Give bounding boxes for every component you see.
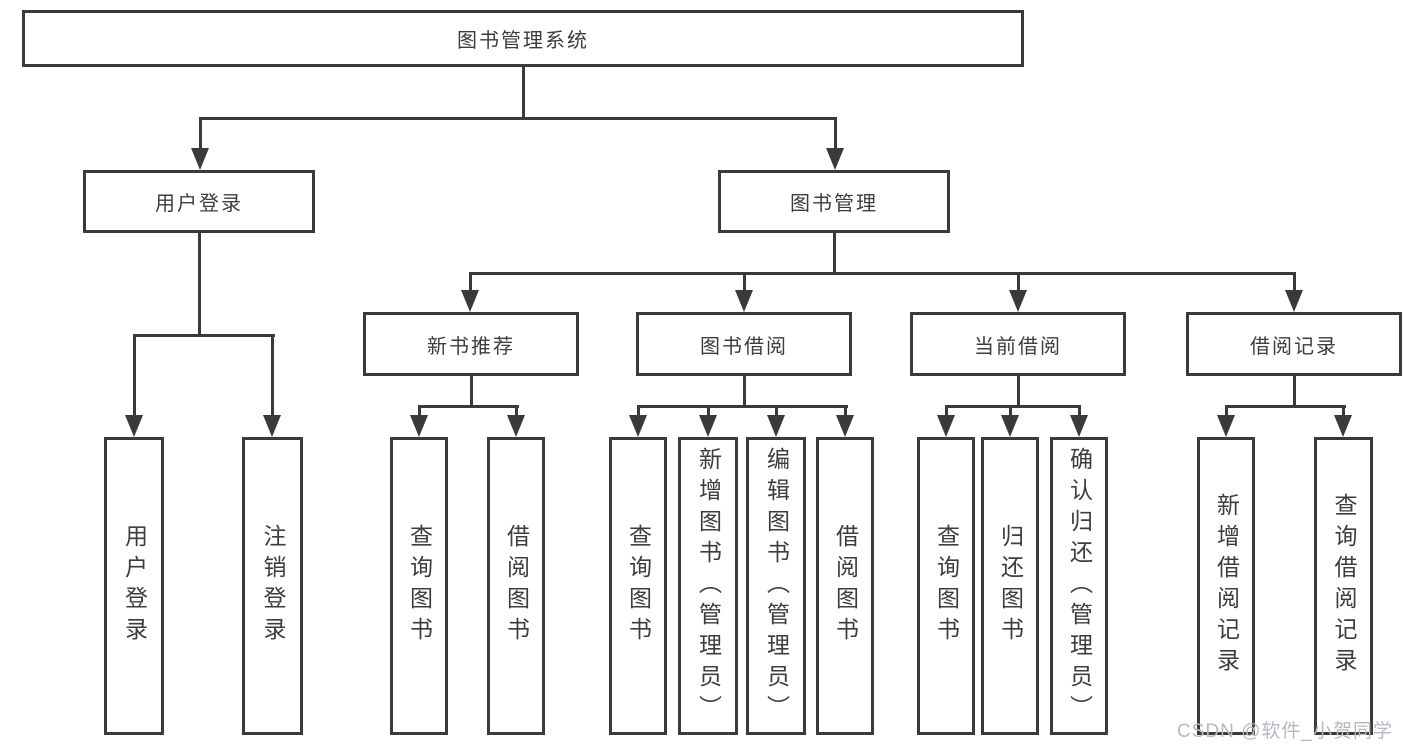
arrow-down-icon xyxy=(767,415,785,437)
arrow-down-icon xyxy=(735,290,753,312)
leaf-newbooks-query: 查询图书 xyxy=(390,437,448,735)
arrow-down-icon xyxy=(410,415,428,437)
leaf-borrow-borrow: 借阅图书 xyxy=(816,437,874,735)
connector-line xyxy=(1017,375,1020,407)
connector-line xyxy=(707,405,710,417)
watermark: CSDN @软件_小贺同学 xyxy=(1177,721,1393,742)
leaf-records-query: 查询借阅记录 xyxy=(1314,437,1373,735)
connector-line xyxy=(1078,405,1081,417)
arrow-down-icon xyxy=(1334,415,1352,437)
arrow-down-icon xyxy=(629,415,647,437)
connector-line xyxy=(1293,272,1296,292)
arrow-down-icon xyxy=(507,415,525,437)
connector-line xyxy=(133,334,275,337)
arrow-down-icon xyxy=(191,148,209,170)
arrow-down-icon xyxy=(1217,415,1235,437)
connector-line xyxy=(945,405,1081,408)
leaf-borrow-add-admin: 新增图书（管理员） xyxy=(678,437,738,735)
leaf-user-login: 用户登录 xyxy=(104,437,164,735)
connector-line xyxy=(470,375,473,407)
arrow-down-icon xyxy=(263,415,281,437)
leaf-logout: 注销登录 xyxy=(242,437,303,735)
connector-line xyxy=(743,272,746,292)
node-book-borrow: 图书借阅 xyxy=(636,312,852,376)
leaf-borrow-edit-admin: 编辑图书（管理员） xyxy=(746,437,806,735)
connector-line xyxy=(199,117,837,120)
arrow-down-icon xyxy=(1285,290,1303,312)
connector-line xyxy=(199,117,202,150)
connector-line xyxy=(198,233,201,336)
leaf-newbooks-borrow: 借阅图书 xyxy=(487,437,545,735)
connector-line xyxy=(844,405,847,417)
connector-line xyxy=(1225,405,1346,408)
arrow-down-icon xyxy=(826,148,844,170)
arrow-down-icon xyxy=(937,415,955,437)
connector-line xyxy=(515,405,518,417)
node-root: 图书管理系统 xyxy=(22,10,1024,67)
connector-line xyxy=(418,405,421,417)
node-current-borrow: 当前借阅 xyxy=(910,312,1126,376)
leaf-current-query: 查询图书 xyxy=(917,437,975,735)
connector-line xyxy=(1225,405,1228,417)
connector-line xyxy=(775,405,778,417)
leaf-records-add: 新增借阅记录 xyxy=(1197,437,1255,735)
node-book-management: 图书管理 xyxy=(718,170,950,233)
leaf-borrow-query: 查询图书 xyxy=(609,437,667,735)
leaf-current-confirm-admin: 确认归还（管理员） xyxy=(1050,437,1108,735)
connector-line xyxy=(522,67,525,118)
arrow-down-icon xyxy=(1001,415,1019,437)
arrow-down-icon xyxy=(699,415,717,437)
connector-line xyxy=(1342,405,1345,417)
arrow-down-icon xyxy=(1070,415,1088,437)
connector-line xyxy=(271,334,274,417)
connector-line xyxy=(1009,405,1012,417)
connector-line xyxy=(1017,272,1020,292)
connector-line xyxy=(133,334,136,417)
node-borrow-records: 借阅记录 xyxy=(1186,312,1402,376)
connector-line xyxy=(469,272,472,292)
leaf-current-return: 归还图书 xyxy=(981,437,1039,735)
connector-line xyxy=(743,375,746,407)
node-new-book-recommend: 新书推荐 xyxy=(363,312,579,376)
connector-line xyxy=(945,405,948,417)
connector-line xyxy=(1293,375,1296,407)
node-user-login: 用户登录 xyxy=(83,170,315,233)
connector-line xyxy=(418,405,519,408)
connector-line xyxy=(834,117,837,150)
connector-line xyxy=(637,405,640,417)
connector-line xyxy=(469,272,1296,275)
arrow-down-icon xyxy=(1009,290,1027,312)
arrow-down-icon xyxy=(125,415,143,437)
connector-line xyxy=(637,405,848,408)
arrow-down-icon xyxy=(836,415,854,437)
connector-line xyxy=(833,233,836,274)
arrow-down-icon xyxy=(461,290,479,312)
